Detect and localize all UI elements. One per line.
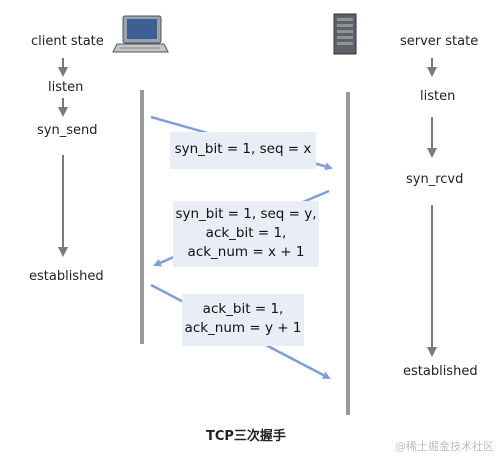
- client-state-established: established: [29, 269, 104, 284]
- desktop-computer-icon: [112, 15, 169, 53]
- message-box-syn-ack: syn_bit = 1, seq = y, ack_bit = 1, ack_n…: [173, 201, 319, 267]
- client-state-listen: listen: [48, 80, 84, 95]
- server-state-title: server state: [400, 34, 479, 49]
- server-state-syn-rcvd: syn_rcvd: [406, 172, 464, 187]
- watermark: @稀土掘金技术社区: [395, 440, 494, 453]
- client-state-syn-send: syn_send: [37, 123, 98, 138]
- server-state-established: established: [403, 364, 478, 379]
- message-line: ack_num = x + 1: [187, 244, 305, 260]
- diagram-caption: TCP三次握手: [206, 429, 286, 444]
- server-state-listen: listen: [420, 89, 456, 104]
- message-box-ack: ack_bit = 1, ack_num = y + 1: [182, 294, 304, 346]
- message-line: syn_bit = 1, seq = y,: [175, 206, 317, 222]
- message-box-syn: syn_bit = 1, seq = x: [170, 132, 316, 169]
- message-line: ack_bit = 1,: [202, 301, 284, 317]
- message-line: ack_num = y + 1: [184, 320, 302, 336]
- client-state-title: client state: [31, 34, 104, 49]
- message-line: syn_bit = 1, seq = x: [174, 141, 312, 157]
- server-tower-icon: [333, 13, 357, 55]
- message-line: ack_bit = 1,: [205, 225, 287, 241]
